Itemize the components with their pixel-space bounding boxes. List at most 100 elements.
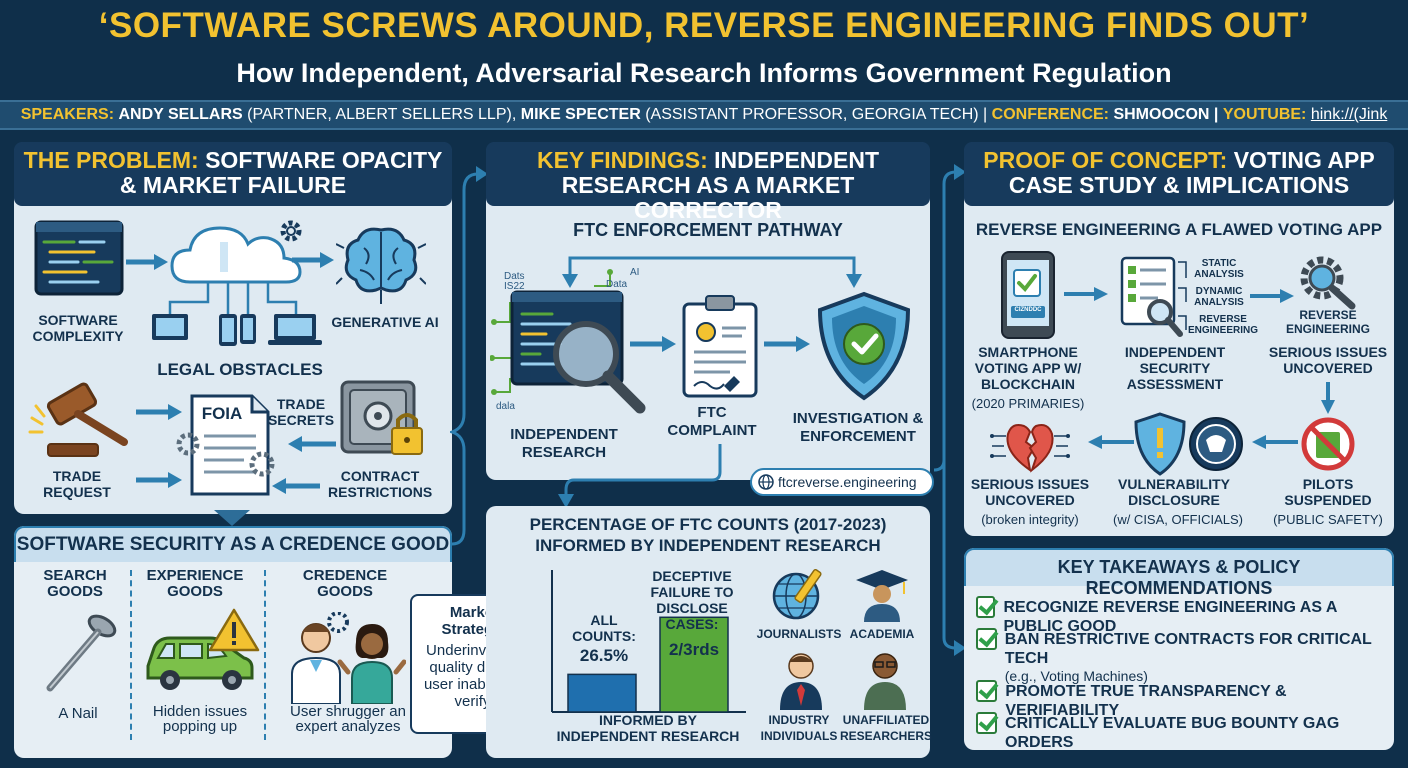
screen-label-dala: dala	[496, 401, 515, 412]
takeaway-text: PROMOTE TRUE TRANSPARENCY & VERIFIABILIT…	[1005, 683, 1287, 719]
broken-heart-icon	[990, 416, 1070, 481]
credence-caption: User shrugger an expert analyzes	[290, 703, 406, 735]
poc-title-rest: VOTING APP CASE STUDY & IMPLICATIONS	[1008, 147, 1375, 198]
disclosure-sub: (w/ CISA, OFFICIALS)	[1112, 512, 1243, 527]
findings-title: KEY FINDINGS: INDEPENDENT RESEARCH AS A …	[486, 142, 930, 223]
serious-issues-label: SERIOUS ISSUES UNCOVERED	[1268, 344, 1388, 376]
trade-secrets-label: TRADE SECRETS	[267, 396, 335, 428]
pathway-title: FTC ENFORCEMENT PATHWAY	[573, 220, 843, 240]
contributor-academia: ACADEMIA	[849, 627, 915, 641]
search-goods-label: SEARCH GOODS	[43, 567, 107, 600]
problem-title-highlight: THE PROBLEM:	[23, 147, 199, 173]
software-complexity-label: SOFTWARE COMPLEXITY	[32, 312, 124, 344]
static-analysis-label: STATIC ANALYSIS	[1194, 258, 1244, 280]
website-pill[interactable]	[750, 468, 934, 496]
findings-title-highlight: KEY FINDINGS:	[536, 147, 708, 173]
list-item: RECOGNIZE REVERSE ENGINEERING AS A PUBLI…	[976, 596, 1390, 635]
shield-seal-icon	[1134, 412, 1244, 481]
connector-arrow	[930, 160, 970, 665]
poc-title: PROOF OF CONCEPT: VOTING APP CASE STUDY …	[964, 142, 1394, 206]
screen-label-data: Data	[606, 279, 628, 290]
takeaways-title-bar	[964, 548, 1394, 586]
gear-icon	[278, 218, 304, 249]
researcher-icon	[860, 650, 910, 715]
checkmark-icon	[976, 680, 998, 702]
independent-research-label: INDEPENDENT RESEARCH	[510, 426, 618, 461]
youtube-link[interactable]: hink://(Jink	[1310, 106, 1388, 123]
arrow-down-icon	[1318, 382, 1338, 421]
speaker2-role: (ASSISTANT PROFESSOR, GEORGIA TECH) |	[645, 106, 988, 123]
experience-caption: Hidden issues popping up	[152, 703, 248, 735]
takeaways-list: RECOGNIZE REVERSE ENGINEERING AS A PUBLI…	[976, 596, 1390, 751]
problem-title-rest: SOFTWARE OPACITY & MARKET FAILURE	[119, 147, 443, 198]
problem-title: THE PROBLEM: SOFTWARE OPACITY & MARKET F…	[14, 142, 452, 206]
list-item: PROMOTE TRUE TRANSPARENCY & VERIFIABILIT…	[976, 680, 1390, 719]
findings-title-rest: INDEPENDENT RESEARCH AS A MARKET CORRECT…	[561, 147, 880, 223]
divider	[264, 570, 266, 740]
takeaways-title: KEY TAKEAWAYS & POLICY RECOMMENDATIONS	[1057, 557, 1301, 598]
businessman-icon	[776, 650, 826, 715]
globe-pen-icon	[770, 566, 826, 627]
pilots-label: PILOTS SUSPENDED	[1284, 476, 1372, 508]
expert-user-icon	[286, 611, 407, 709]
list-item: BAN RESTRICTIVE CONTRACTS FOR CRITICAL T…	[976, 628, 1390, 684]
globe-icon	[758, 474, 774, 495]
search-caption: A Nail	[58, 705, 98, 722]
contributor-unaffiliated: UNAFFILIATED RESEARCHERS	[840, 713, 933, 743]
website-link[interactable]: ftcreverse.engineering	[778, 474, 917, 490]
checkmark-icon	[976, 712, 998, 734]
down-arrow-icon	[214, 510, 250, 526]
bar-value-label: 2/3rds	[668, 640, 720, 659]
connector-arrow	[447, 160, 490, 555]
smartphone-sub: (2020 PRIMARIES)	[971, 396, 1085, 411]
conference-value: SHMOOCON |	[1113, 106, 1219, 123]
research-screen-icon	[489, 262, 660, 427]
credence-title: SOFTWARE SECURITY AS A CREDENCE GOOD	[16, 534, 450, 555]
bar-2	[659, 616, 729, 713]
bar-category-label: ALL COUNTS:	[572, 612, 636, 644]
bar-chart	[551, 570, 746, 713]
clipboard-icon	[680, 294, 760, 403]
safe-lock-icon	[338, 378, 428, 469]
connector-arrow	[556, 444, 728, 515]
contract-restrictions-label: CONTRACT RESTRICTIONS	[328, 468, 433, 500]
takeaway-text: CRITICALLY EVALUATE BUG BOUNTY GAG ORDER…	[1005, 715, 1340, 751]
poc-subtitle: REVERSE ENGINEERING A FLAWED VOTING APP	[975, 220, 1383, 239]
page-title: ‘SOFTWARE SCREWS AROUND, REVERSE ENGINEE…	[98, 6, 1310, 45]
poc-title-highlight: PROOF OF CONCEPT:	[983, 147, 1228, 173]
generative-ai-label: GENERATIVE AI	[331, 314, 439, 330]
arrow-right-icon	[136, 402, 186, 427]
checkmark-icon	[976, 596, 996, 618]
assessment-label: INDEPENDENT SECURITY ASSESSMENT	[1124, 344, 1226, 392]
list-item: CRITICALLY EVALUATE BUG BOUNTY GAG ORDER…	[976, 712, 1390, 751]
speakers-bar: SPEAKERS: ANDY SELLARS (PARTNER, ALBERT …	[0, 100, 1408, 130]
loop-arrow-icon	[560, 244, 870, 297]
issues2-label: SERIOUS ISSUES UNCOVERED	[970, 476, 1090, 508]
contributor-journalists: JOURNALISTS	[756, 627, 842, 641]
arrow-right-icon	[126, 252, 170, 277]
chart-x-label: INFORMED BY INDEPENDENT RESEARCH	[556, 712, 740, 744]
dynamic-analysis-label: DYNAMIC ANALYSIS	[1194, 286, 1244, 308]
ai-brain-icon	[335, 218, 427, 313]
arrow-right-icon	[136, 470, 186, 495]
analysis-brackets	[1176, 258, 1192, 343]
speakers-label: SPEAKERS:	[20, 106, 115, 123]
pilots-sub: (PUBLIC SAFETY)	[1273, 512, 1383, 527]
prohibited-icon	[1300, 416, 1356, 477]
credence-title-bar	[14, 526, 452, 562]
speaker1-name: ANDY SELLARS	[118, 106, 243, 123]
shield-check-icon	[814, 290, 914, 407]
foia-label: FOIA	[201, 404, 243, 423]
investigation-label: INVESTIGATION & ENFORCEMENT	[792, 410, 924, 445]
arrow-left-icon	[270, 476, 320, 501]
arrow-right-icon	[1250, 286, 1298, 311]
arrow-right-icon	[764, 334, 814, 359]
smartphone-label: SMARTPHONE VOTING APP W/ BLOCKCHAIN	[974, 344, 1082, 392]
screen-label-dats: Dats	[504, 271, 525, 282]
bar-1	[567, 673, 637, 713]
nail-icon	[40, 612, 120, 699]
arrow-right-icon	[292, 250, 336, 275]
arrow-left-icon	[286, 434, 336, 459]
arrow-left-icon	[1250, 432, 1298, 457]
gear-search-icon	[1296, 250, 1362, 315]
